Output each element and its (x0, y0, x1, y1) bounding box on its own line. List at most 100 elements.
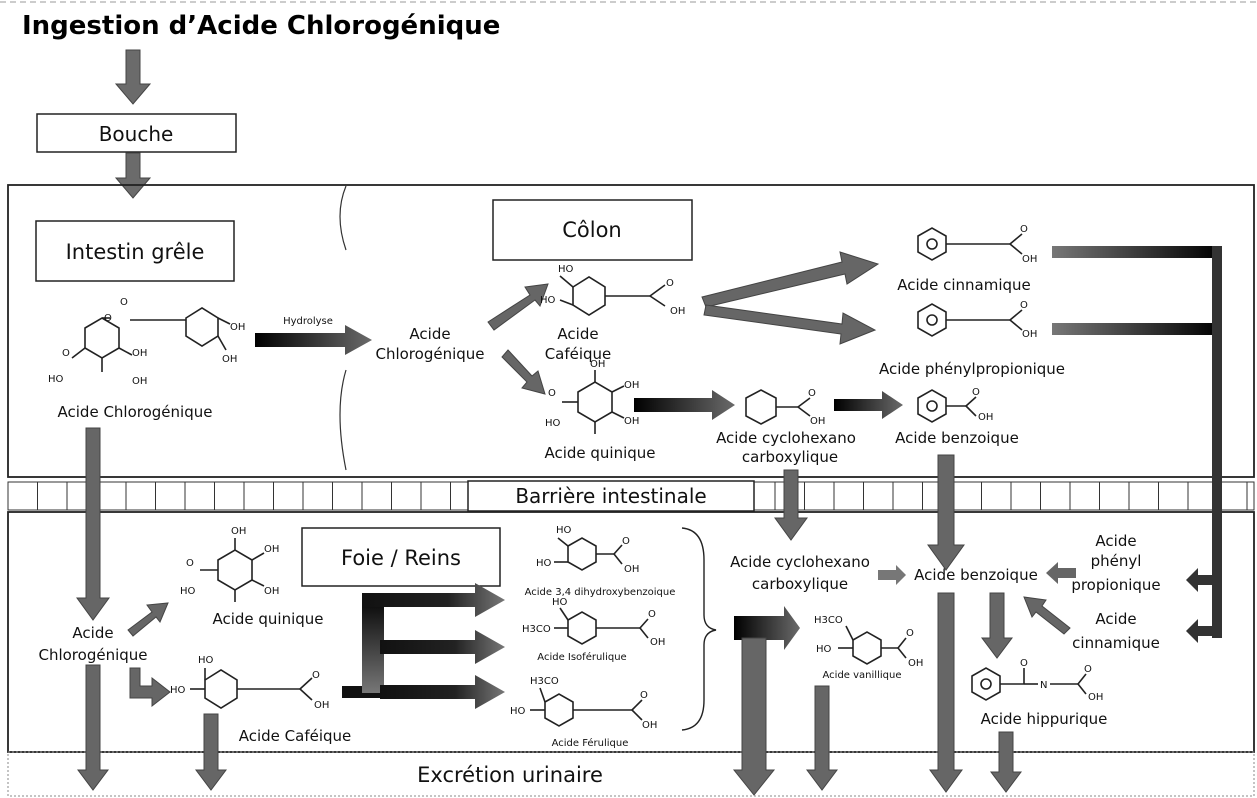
foie-cyclohexano-l1: Acide cyclohexano (730, 553, 870, 571)
bouche-label: Bouche (99, 122, 174, 146)
atom-oh-14: OH (264, 544, 279, 555)
colon-label: Côlon (562, 218, 622, 242)
atom-o-11: O (312, 670, 320, 681)
page-title: Ingestion d’Acide Chlorogénique (22, 11, 500, 41)
atom-oh-12: OH (978, 412, 993, 423)
foie-quinique-label: Acide quinique (212, 610, 323, 628)
atom-n-1: N (1040, 680, 1047, 691)
phenylpropionique-molecule (917, 303, 1023, 337)
foie-chlorogenique-l1: Acide (72, 624, 113, 642)
foie-chlorogenique-l2: Chlorogénique (38, 646, 147, 664)
foie-benzoique-label: Acide benzoique (914, 566, 1038, 584)
colon-quinique-label: Acide quinique (544, 444, 655, 462)
atom-ho-2: HO (558, 264, 574, 275)
intestin-label: Intestin grêle (66, 240, 205, 264)
atom-o-3: O (62, 348, 70, 359)
excretion-arrow-6 (990, 731, 1022, 793)
colon-cyclohexano-l1: Acide cyclohexano (716, 429, 856, 447)
atom-oh-8: OH (624, 416, 639, 427)
upper-region-frame (7, 184, 1255, 478)
atom-o-4: O (666, 278, 674, 289)
colon-chlorogenique-l1: Acide (409, 325, 450, 343)
excretion-arrow-4 (806, 685, 838, 791)
atom-ho-9: HO (536, 558, 552, 569)
phenylpropionique-label: Acide phénylpropionique (879, 360, 1065, 378)
cinnamique-label: Acide cinnamique (897, 276, 1031, 294)
atom-o-13: O (648, 609, 656, 620)
colon-cafeique-l2: Caféique (545, 345, 612, 363)
arrow-intestin-chlorogenique-down (76, 427, 110, 621)
arrow-cyclohexano-to-benzoique-lower (878, 565, 906, 585)
arrow-quinique-to-cyclohexano (634, 390, 735, 420)
arrow-right-to-cinnamique (1186, 619, 1216, 643)
atom-oh-4: OH (132, 376, 147, 387)
lower-region-frame (7, 511, 1255, 753)
foie-cafeique-molecule (190, 668, 313, 709)
cinnamique-molecule (917, 227, 1023, 261)
arrow-title-to-bouche (114, 49, 152, 105)
colon-cyclohexano-l2: carboxylique (742, 448, 838, 466)
ferulique-label: Acide Férulique (552, 737, 629, 749)
atom-oh-3: OH (132, 348, 147, 359)
atom-o-17: O (1084, 664, 1092, 675)
isoferulique-molecule (554, 607, 649, 645)
excretion-arrows (77, 592, 1022, 796)
arrow-cyclohexano-to-benzoique (834, 391, 903, 419)
colon-cafeique-molecule (559, 275, 666, 316)
atom-h3co-2: H3CO (530, 676, 559, 687)
atom-oh-16: OH (314, 700, 329, 711)
atom-ho-8: HO (556, 525, 572, 536)
atom-oh-7: OH (624, 380, 639, 391)
atom-ho-7: HO (170, 685, 186, 696)
arrow-to-quinique (501, 349, 546, 395)
hydrolyse-label: Hydrolyse (283, 316, 333, 327)
arrow-bouche-to-intestin (114, 152, 152, 199)
excretion-arrow-3 (732, 637, 776, 796)
colon-quinique-molecule (562, 370, 625, 434)
atom-ho-10: HO (552, 597, 568, 608)
brace (681, 527, 717, 731)
atom-o-2: O (120, 297, 128, 308)
atom-o-7: O (1020, 300, 1028, 311)
right-descender-bar (1212, 246, 1222, 638)
arrow-phenyl-to-benzoique (1046, 562, 1076, 584)
atom-oh-2: OH (222, 354, 237, 365)
atom-o-14: O (640, 690, 648, 701)
hydrolyse-arrow (255, 325, 372, 355)
barrier-label: Barrière intestinale (515, 484, 706, 508)
atom-o-5: O (548, 388, 556, 399)
atom-o-15: O (906, 628, 914, 639)
atom-ho-4: HO (545, 418, 561, 429)
dihydroxy-label: Acide 3,4 dihydroxybenzoique (525, 587, 676, 598)
arrow-to-phenylpropionique (703, 304, 877, 345)
atom-o-9: O (972, 387, 980, 398)
e-arrows (342, 583, 505, 709)
hippurique-label: Acide hippurique (981, 710, 1108, 728)
colon-benzoique-molecule (917, 389, 977, 423)
excretion-band (7, 751, 1255, 797)
atom-oh-13: OH (231, 526, 246, 537)
arrow-to-cafeique (487, 283, 549, 331)
atom-oh-18: OH (650, 637, 665, 648)
atom-oh-9: OH (1022, 254, 1037, 265)
foie-cafeique-label: Acide Caféique (239, 727, 352, 745)
foie-label: Foie / Reins (341, 546, 461, 570)
atom-oh-10: OH (1022, 329, 1037, 340)
isoferulique-label: Acide Isoférulique (537, 651, 626, 663)
hippurique-molecule (971, 667, 1087, 701)
bouche-box: Bouche (36, 113, 237, 153)
atom-o-16: O (1020, 658, 1028, 669)
colon-box: Côlon (492, 199, 693, 261)
atom-o-8: O (808, 388, 816, 399)
right-bottom-connector (1212, 626, 1222, 636)
foie-phenyl-l2: phényl (1091, 552, 1142, 570)
chlorogenique-molecule (71, 307, 231, 372)
atom-o-12: O (622, 536, 630, 547)
intestin-box: Intestin grêle (35, 220, 235, 282)
atom-ho-3: HO (540, 295, 556, 306)
atom-ho-6: HO (198, 655, 214, 666)
arrow-to-cinnamique (701, 251, 880, 308)
atom-o-6: O (1020, 224, 1028, 235)
arrow-foie-to-cafeique (129, 667, 171, 708)
atom-oh-20: OH (908, 658, 923, 669)
